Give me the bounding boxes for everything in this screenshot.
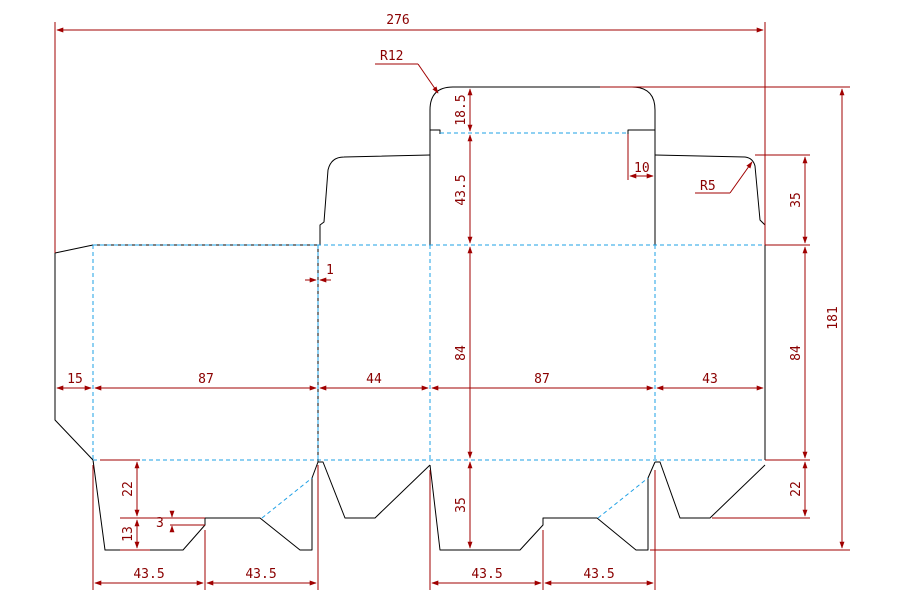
dim-tab-10: 10 xyxy=(634,161,650,176)
dim-panel-87a: 87 xyxy=(198,372,214,387)
dim-bottom-43-5-3: 43.5 xyxy=(471,567,502,582)
dimension-labels: 276 R12 18.5 43.5 10 R5 35 181 1 84 84 1… xyxy=(67,13,841,582)
bottom-flap-4 xyxy=(655,461,766,519)
dim-flap-18-5: 18.5 xyxy=(454,94,469,125)
bottom-flap-3 xyxy=(429,461,656,551)
bottom-flap-2 xyxy=(318,461,431,519)
dim-left-13: 13 xyxy=(121,526,136,542)
dim-notch-3: 3 xyxy=(156,516,164,531)
dim-bottom-35: 35 xyxy=(454,497,469,513)
dim-bottom-43-5-2: 43.5 xyxy=(245,567,276,582)
dim-right-35: 35 xyxy=(789,192,804,208)
dim-left-22: 22 xyxy=(121,481,136,497)
dim-r12: R12 xyxy=(380,49,403,64)
dim-body-84: 84 xyxy=(454,345,469,361)
fold-lines xyxy=(92,132,765,519)
dim-bottom-43-5-4: 43.5 xyxy=(583,567,614,582)
glue-flap-outline xyxy=(54,244,94,461)
dim-glue-15: 15 xyxy=(67,372,83,387)
dim-top-43-5: 43.5 xyxy=(454,174,469,205)
dimension-lines xyxy=(54,22,850,590)
dim-r5: R5 xyxy=(700,179,716,194)
right-dust-flap xyxy=(654,154,766,460)
tuck-slit-right xyxy=(627,129,655,134)
tuck-flap-outline xyxy=(429,86,656,245)
dim-total-height: 181 xyxy=(826,306,841,329)
left-dust-flap xyxy=(319,154,431,245)
dim-right-84: 84 xyxy=(789,345,804,361)
dim-panel-44: 44 xyxy=(366,372,382,387)
dim-panel-43: 43 xyxy=(702,372,718,387)
dim-gap-1: 1 xyxy=(326,263,334,278)
tuck-slit-left xyxy=(430,129,441,134)
dim-bottom-43-5-1: 43.5 xyxy=(133,567,164,582)
cut-lines xyxy=(54,86,766,551)
dim-right-22: 22 xyxy=(789,481,804,497)
dim-total-width: 276 xyxy=(386,13,409,28)
dim-panel-87b: 87 xyxy=(534,372,550,387)
